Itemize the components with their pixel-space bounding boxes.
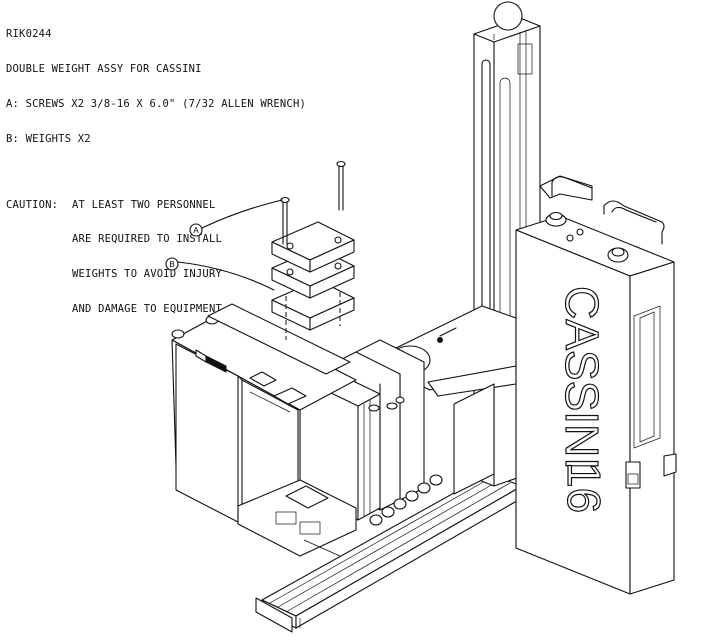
caution-line: ARE REQUIRED TO INSTALL: [72, 233, 222, 246]
tower-cabinet: CASSINI 16: [515, 175, 677, 595]
tower-model-label: 16: [558, 462, 610, 513]
caution-label: CAUTION:: [6, 198, 59, 211]
tower-brand-label: CASSINI: [556, 286, 608, 470]
part-number: RIK0244: [6, 28, 52, 41]
weight-stack-exploded: [271, 160, 355, 340]
callout-b: B: [165, 257, 275, 291]
slot-latch-rollers: [369, 474, 443, 526]
assembly-notes: RIK0244 DOUBLE WEIGHT ASSY FOR CASSINI A…: [6, 6, 306, 315]
left-tray: [171, 303, 357, 557]
caution-line: WEIGHTS TO AVOID INJURY: [72, 268, 222, 281]
caution-note: CAUTION: AT LEAST TWO PERSONNEL ARE REQUI…: [6, 176, 306, 315]
caution-line: AND DAMAGE TO EQUIPMENT: [72, 302, 222, 315]
assembly-title: DOUBLE WEIGHT ASSY FOR CASSINI: [6, 62, 202, 75]
item-b-description: B: WEIGHTS X2: [6, 132, 91, 145]
caution-line: AT LEAST TWO PERSONNEL: [72, 198, 216, 211]
item-a-description: A: SCREWS X2 3/8-16 X 6.0" (7/32 ALLEN W…: [6, 97, 306, 110]
base-rail: [255, 473, 523, 633]
callout-a-label: A: [193, 226, 199, 235]
callout-b-label: B: [169, 260, 174, 269]
callout-a: A: [189, 199, 283, 237]
